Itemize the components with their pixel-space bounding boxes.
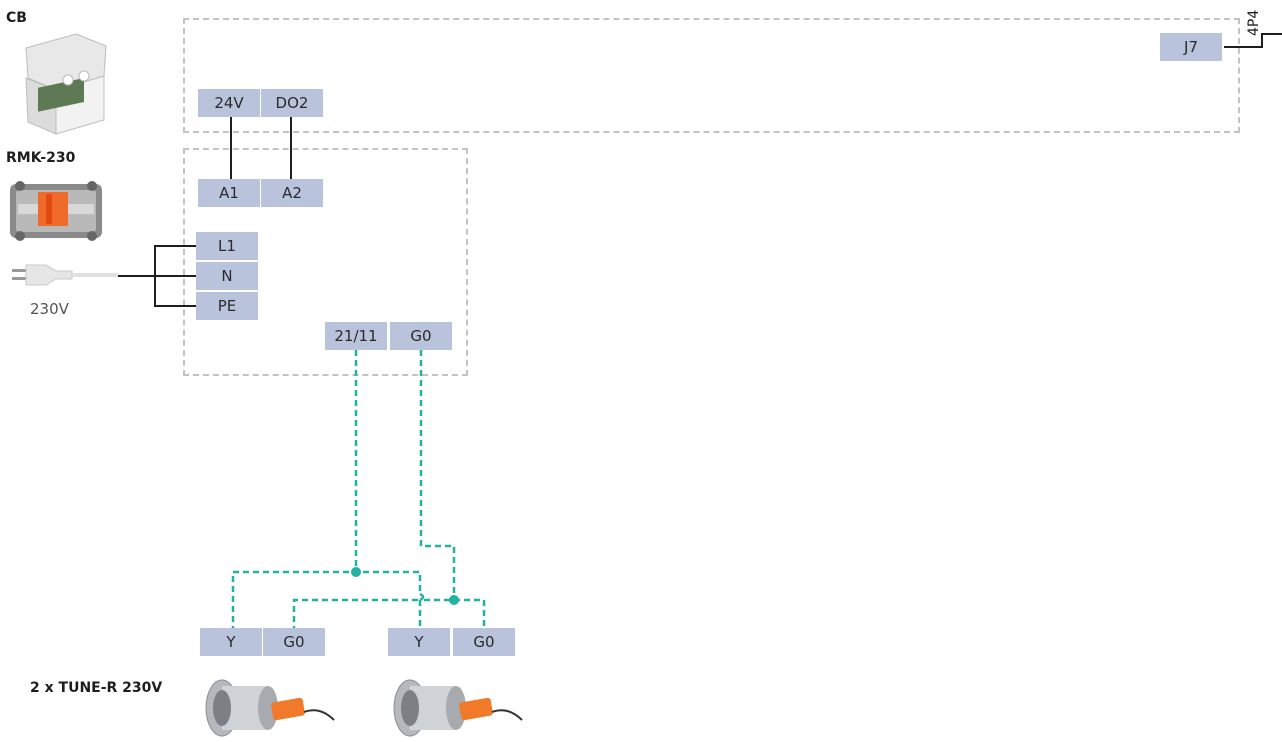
cb-label: CB bbox=[6, 10, 27, 26]
wire-hop bbox=[419, 592, 425, 602]
terminal-y-right: Y bbox=[388, 628, 450, 656]
terminal-21-11: 21/11 bbox=[325, 322, 387, 350]
wire-j7-edge bbox=[1224, 33, 1282, 48]
supply-voltage-label: 230V bbox=[30, 300, 69, 318]
wire-2111-y bbox=[231, 350, 422, 632]
terminal-pe: PE bbox=[196, 292, 258, 320]
cb-enclosure-outline bbox=[183, 18, 1240, 133]
rmk-enclosure-outline bbox=[183, 148, 468, 376]
edge-label: 4P4 bbox=[1246, 9, 1262, 36]
wire-g0 bbox=[292, 350, 486, 632]
damper-actuator-image-right bbox=[393, 679, 523, 737]
terminal-l1: L1 bbox=[196, 232, 258, 260]
terminal-24v: 24V bbox=[198, 89, 260, 117]
rmk-relay-image bbox=[10, 181, 102, 241]
terminal-y-left: Y bbox=[200, 628, 262, 656]
wire-l1-n-pe bbox=[154, 245, 196, 307]
terminal-g0-rmk: G0 bbox=[390, 322, 452, 350]
terminal-j7: J7 bbox=[1160, 33, 1222, 61]
actuator-label: 2 x TUNE-R 230V bbox=[30, 680, 163, 696]
power-plug-icon bbox=[12, 264, 118, 286]
junction-g0 bbox=[449, 595, 459, 605]
cb-controller-image bbox=[25, 33, 107, 135]
damper-actuator-image-left bbox=[205, 679, 335, 737]
terminal-a1: A1 bbox=[198, 179, 260, 207]
terminal-g0-right: G0 bbox=[453, 628, 515, 656]
rmk-label: RMK-230 bbox=[6, 150, 76, 166]
terminal-do2: DO2 bbox=[261, 89, 323, 117]
terminal-g0-left: G0 bbox=[263, 628, 325, 656]
terminal-n: N bbox=[196, 262, 258, 290]
terminal-a2: A2 bbox=[261, 179, 323, 207]
junction-2111 bbox=[351, 567, 361, 577]
